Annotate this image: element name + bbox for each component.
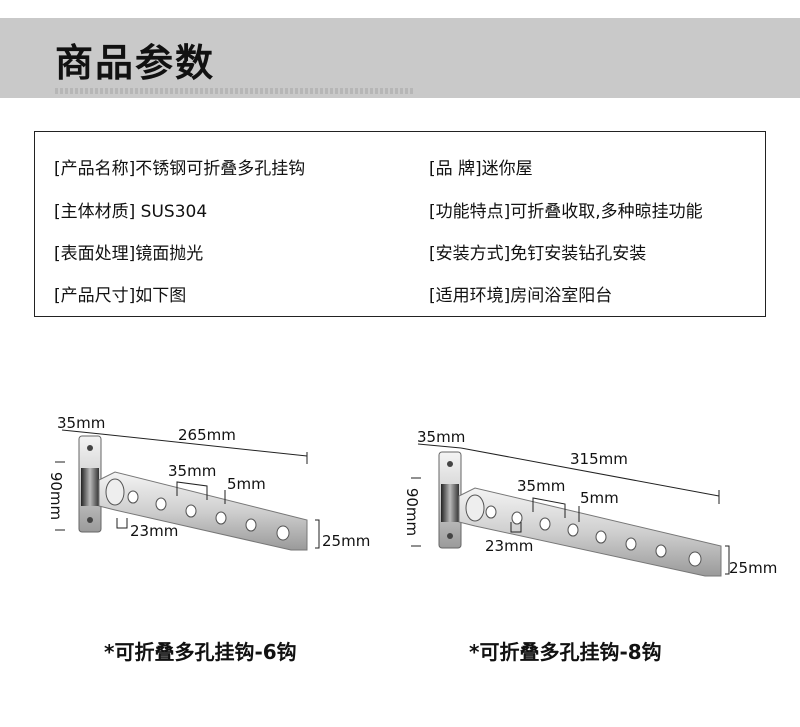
dim-hole-size: 23mm [485, 537, 533, 555]
spec-size: [产品尺寸]如下图 [54, 286, 187, 306]
dim-height: 90mm [403, 488, 421, 536]
spec-material: [主体材质] SUS304 [54, 202, 208, 222]
spec-brand: [品 牌]迷你屋 [429, 159, 533, 179]
dim-end-width: 25mm [729, 559, 777, 577]
hook-rack-8-illustration: 35mm 315mm 90mm 35mm 5mm 23mm 25mm [403, 428, 777, 577]
caption-8-hook: *可折叠多孔挂钩-8钩 [469, 640, 662, 664]
dim-length: 265mm [178, 426, 236, 444]
spec-table: [产品名称]不锈钢可折叠多孔挂钩 [主体材质] SUS304 [表面处理]镜面抛… [34, 131, 766, 317]
header-band: 商品参数 [0, 18, 800, 98]
spec-installation: [安装方式]免钉安装钻孔安装 [429, 244, 647, 264]
header-divider [55, 88, 415, 94]
spec-features: [功能特点]可折叠收取,多种晾挂功能 [429, 202, 703, 222]
dim-base-width: 35mm [57, 414, 105, 432]
dim-base-width: 35mm [417, 428, 465, 446]
product-diagram-6-hook: 35mm 265mm 90mm 35mm 5mm 23mm 25mm [35, 400, 395, 600]
spec-finish: [表面处理]镜面抛光 [54, 244, 204, 264]
dim-hole-spacing: 35mm [168, 462, 216, 480]
dim-end-width: 25mm [322, 532, 370, 550]
product-diagram-8-hook: 35mm 315mm 90mm 35mm 5mm 23mm 25mm [403, 400, 777, 600]
dim-hole-spacing: 35mm [517, 477, 565, 495]
page-title: 商品参数 [55, 41, 216, 85]
dim-hole-gap: 5mm [227, 475, 266, 493]
spec-environment: [适用环境]房间浴室阳台 [429, 286, 613, 306]
caption-6-hook: *可折叠多孔挂钩-6钩 [104, 640, 297, 664]
spec-product-name: [产品名称]不锈钢可折叠多孔挂钩 [54, 159, 306, 179]
hook-rack-6-illustration: 35mm 265mm 90mm 35mm 5mm 23mm 25mm [47, 414, 370, 551]
dim-hole-size: 23mm [130, 522, 178, 540]
dim-length: 315mm [570, 450, 628, 468]
dim-height: 90mm [47, 472, 65, 520]
dim-hole-gap: 5mm [580, 489, 619, 507]
